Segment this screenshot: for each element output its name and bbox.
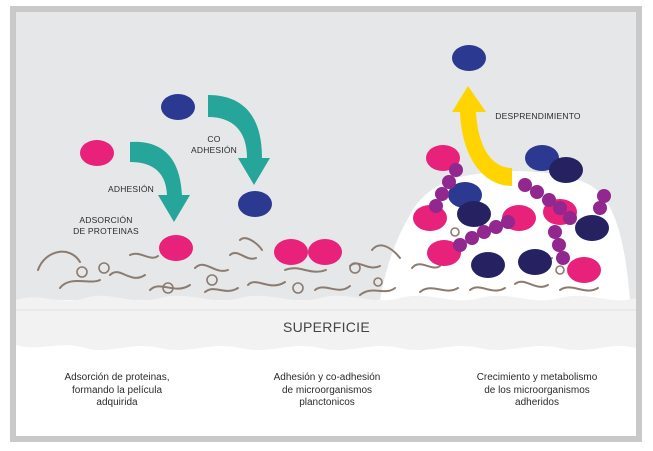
surface-band xyxy=(16,295,636,345)
protein-rings xyxy=(76,227,565,294)
adhesion-arrow xyxy=(130,141,190,222)
label-coadhesion: CO ADHESIÓN xyxy=(191,134,237,155)
desprendimiento-arrow xyxy=(452,86,512,186)
caption-stage3: Crecimiento y metabolismo de los microor… xyxy=(476,372,598,408)
caption-stage1: Adsorción de proteinas, formando la pelí… xyxy=(64,372,170,408)
purple-chains xyxy=(429,163,611,265)
detached-navy-cell xyxy=(452,45,486,71)
caption-stage2: Adhesión y co-adhesión de microorganismo… xyxy=(273,372,381,408)
biofilm-cells xyxy=(413,145,609,283)
pink-cell xyxy=(308,239,342,265)
label-adsorcion: ADSORCIÓN DE PROTEINAS xyxy=(73,215,139,236)
co-adhesion-arrow xyxy=(208,95,270,185)
navy-cell xyxy=(161,94,195,120)
pink-cell xyxy=(274,239,308,265)
navy-cell xyxy=(238,191,272,217)
label-adhesion: ADHESIÓN xyxy=(108,184,154,194)
label-desprendimiento: DESPRENDIMIENTO xyxy=(495,111,581,121)
pink-cell xyxy=(80,140,114,166)
surface-label: SUPERFICIE xyxy=(282,319,370,335)
pink-cell xyxy=(159,235,193,261)
